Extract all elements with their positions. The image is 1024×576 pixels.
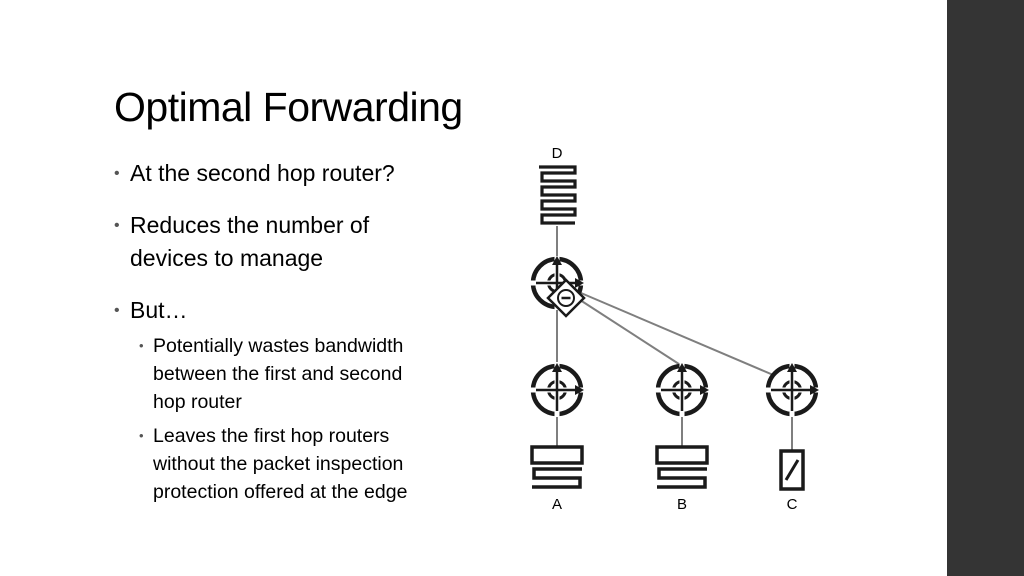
bullet-2-line-2: devices to manage: [130, 245, 324, 271]
bullet-marker: •: [139, 338, 144, 353]
sub-bullet-1: • Potentially wastes bandwidth between t…: [139, 332, 404, 416]
label-d: D: [552, 145, 563, 162]
link-hop2-routerC: [580, 292, 793, 384]
router-icon: [655, 363, 709, 417]
sub-bullet-2-line-3: protection offered at the edge: [153, 481, 408, 503]
link-hop2-routerB: [576, 297, 683, 367]
sub-bullet-2-line-2: without the packet inspection: [153, 453, 404, 475]
bullet-marker: •: [114, 217, 120, 234]
bullet-marker: •: [114, 302, 120, 319]
bullet-marker: •: [114, 165, 120, 182]
label-c: C: [787, 496, 798, 513]
device-icon: [779, 449, 805, 491]
sub-bullet-1-line-2: between the first and second: [153, 363, 403, 385]
slide-title: Optimal Forwarding: [114, 84, 463, 130]
router-icon: [530, 363, 584, 417]
bullet-marker: •: [139, 428, 144, 443]
bullet-2: • Reduces the number of devices to manag…: [114, 209, 370, 275]
host-icon: [655, 445, 709, 489]
label-b: B: [677, 496, 687, 513]
bullet-1-line-1: At the second hop router?: [130, 160, 395, 186]
bullet-1: • At the second hop router?: [114, 157, 395, 190]
bullet-3: • But…: [114, 294, 188, 327]
firewall-icon: [546, 278, 586, 318]
bullet-3-line-1: But…: [130, 297, 188, 323]
sub-bullet-2: • Leaves the first hop routers without t…: [139, 422, 408, 506]
sub-bullet-2-line-1: Leaves the first hop routers: [153, 425, 390, 447]
server-icon: [537, 164, 577, 226]
host-icon: [530, 445, 584, 489]
bullet-2-line-1: Reduces the number of: [130, 212, 370, 238]
label-a: A: [552, 496, 562, 513]
right-sidebar: [947, 0, 1024, 576]
sub-bullet-1-line-3: hop router: [153, 391, 242, 413]
network-diagram: D A B C: [0, 145, 947, 513]
router-icon: [765, 363, 819, 417]
links: [556, 222, 793, 450]
sub-bullet-1-line-1: Potentially wastes bandwidth: [153, 335, 404, 357]
